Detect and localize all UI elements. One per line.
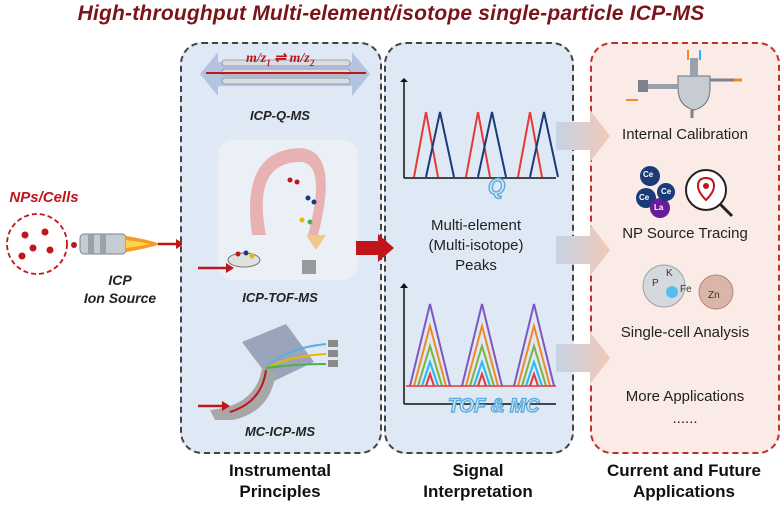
icp-tof-ms-label: ICP-TOF-MS	[242, 290, 318, 305]
mz1-text: m/z	[246, 51, 267, 66]
sample-puck	[227, 252, 261, 268]
arrow-to-calibration	[556, 110, 610, 162]
signal-label-line1: Signal	[452, 461, 504, 480]
p-label: P	[652, 278, 659, 289]
particle	[21, 231, 29, 239]
signal-center-line2: (Multi-isotope)	[428, 237, 524, 254]
icp-q-ms-label: ICP-Q-MS	[250, 108, 310, 123]
source-tracing-icon	[636, 166, 734, 218]
particle	[41, 228, 49, 236]
fe-label: Fe	[680, 284, 692, 295]
ce-label-2: Ce	[639, 193, 650, 202]
application-arrows	[556, 110, 610, 384]
particle	[18, 252, 26, 260]
mz1-sub: 1	[266, 57, 271, 68]
particle	[71, 242, 77, 248]
flight-tube	[210, 368, 276, 420]
single-cell-icon	[642, 264, 734, 310]
application-single-cell: Single-cell Analysis	[620, 324, 750, 341]
q-tag: Q	[487, 173, 506, 200]
sample-and-icp-diagram	[6, 213, 182, 275]
application-more: More Applications	[625, 388, 745, 405]
instrumental-label-line2: Principles	[239, 482, 321, 501]
application-np-source-tracing: NP Source Tracing	[622, 225, 748, 242]
icp-label: ICP	[108, 272, 132, 288]
tof-flight-arc	[250, 148, 326, 235]
sample-vial-circle	[6, 213, 68, 275]
arrow-to-tracing	[556, 224, 610, 276]
particle	[29, 244, 37, 252]
tof-detector	[302, 260, 316, 274]
instrumental-label-line1: Instrumental	[228, 461, 332, 480]
arrow-to-more	[556, 332, 610, 384]
quadrupole-diagram	[200, 52, 370, 96]
mz2-text: m/z	[289, 51, 310, 66]
applications-label-line1: Current and Future	[607, 461, 761, 480]
q-peaks-plot	[400, 78, 559, 179]
tof-mc-tag: TOF & MC	[447, 395, 540, 417]
k-label: K	[666, 268, 673, 279]
calibration-apparatus-icon	[626, 50, 742, 118]
zn-label: Zn	[708, 290, 720, 301]
application-internal-calibration: Internal Calibration	[622, 126, 748, 143]
applications-label-line2: Applications	[632, 482, 735, 501]
la-label: La	[654, 203, 664, 212]
mc-diagram	[198, 324, 338, 420]
tof-mc-peaks-plot	[400, 283, 556, 405]
ce-label-1: Ce	[643, 170, 654, 179]
tof-diagram	[198, 140, 358, 280]
nps-cells-label: NPs/Cells	[9, 189, 79, 206]
signal-label-line2: Interpretation	[423, 482, 533, 501]
applications-panel	[590, 42, 780, 454]
more-ellipsis: ......	[672, 410, 698, 427]
particle	[46, 246, 54, 254]
magnet-block	[242, 324, 314, 382]
panel-red-arrow	[356, 234, 394, 262]
mz2-sub: 2	[309, 57, 315, 68]
quadrupole-formula: m/z1 ⇌ m/z2	[246, 50, 314, 68]
equilibrium-arrow: ⇌	[274, 51, 286, 66]
ce-label-3: Ce	[661, 187, 672, 196]
mc-icp-ms-label: MC-ICP-MS	[244, 424, 316, 439]
ion-source-label: Ion Source	[83, 290, 157, 306]
page-title: High-throughput Multi-element/isotope si…	[77, 2, 705, 25]
signal-center-line1: Multi-element	[430, 217, 522, 234]
signal-center-line3: Peaks	[455, 257, 497, 274]
